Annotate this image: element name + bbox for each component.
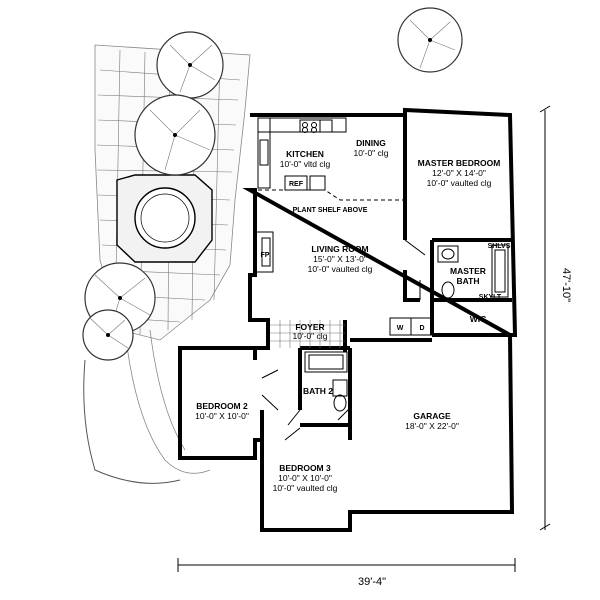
bedroom3-size: 10'-0" X 10'-0"	[278, 473, 332, 483]
master-bath-fixtures	[437, 244, 509, 299]
bedroom3-ceiling: 10'-0" vaulted clg	[273, 483, 338, 493]
foyer-tile	[270, 320, 345, 348]
bath2-fixtures	[304, 351, 348, 412]
width-dimension: 39'-4"	[358, 576, 386, 588]
ref-label: REF	[289, 181, 304, 188]
garage-size: 18'-0" X 22'-0"	[405, 421, 459, 431]
depth-dimension: 47'-10"	[560, 268, 572, 302]
fireplace	[254, 231, 274, 273]
dining-label: DINING	[356, 138, 386, 148]
bedroom3-label: BEDROOM 3	[279, 463, 331, 473]
shrub-bed	[83, 359, 181, 484]
master-bedroom-label: MASTER BEDROOM	[418, 158, 501, 168]
bedroom2-label: BEDROOM 2	[196, 401, 248, 411]
tree-left-2	[82, 309, 134, 361]
washer-label: W	[397, 325, 404, 332]
master-bath-label-2: BATH	[457, 276, 480, 286]
master-bath-label: MASTER	[450, 266, 486, 276]
foyer-label: FOYER	[295, 322, 324, 332]
kitchen-label: KITCHEN	[286, 149, 324, 159]
door-swings	[261, 239, 426, 441]
hot-tub	[116, 174, 213, 263]
dining-size: 10'-0" clg	[354, 148, 389, 158]
living-room-size: 15'-0" X 13'-0"	[313, 254, 367, 264]
room-labels: KITCHEN 10'-0" vltd clg REF DINING 10'-0…	[195, 138, 511, 493]
foyer-size: 10'-0" clg	[293, 331, 328, 341]
living-room-label: LIVING ROOM	[311, 244, 368, 254]
bath2-label: BATH 2	[303, 386, 333, 396]
bedroom2-size: 10'-0" X 10'-0"	[195, 411, 249, 421]
landscaping	[82, 7, 463, 484]
wic-label: WIC	[470, 314, 487, 324]
dimension-lines	[177, 105, 551, 572]
tree-top-left	[156, 31, 224, 99]
shlvs-label: SHLVS	[488, 243, 511, 250]
tree-mid-left	[134, 94, 216, 176]
kitchen-fixtures	[257, 117, 347, 191]
master-bedroom-ceiling: 10'-0" vaulted clg	[427, 178, 492, 188]
living-room-ceiling: 10'-0" vaulted clg	[308, 264, 373, 274]
garage-label: GARAGE	[413, 411, 451, 421]
dryer-label: D	[419, 325, 424, 332]
plant-shelf-label: PLANT SHELF ABOVE	[293, 207, 368, 214]
master-bedroom-size: 12'-0" X 14'-0"	[432, 168, 486, 178]
kitchen-size: 10'-0" vltd clg	[280, 159, 331, 169]
tree-top-right	[397, 7, 463, 73]
walkway	[124, 329, 211, 474]
skylt-label: SKYLT	[479, 294, 502, 301]
refrigerator	[284, 175, 308, 191]
fp-label: FP	[261, 252, 270, 259]
